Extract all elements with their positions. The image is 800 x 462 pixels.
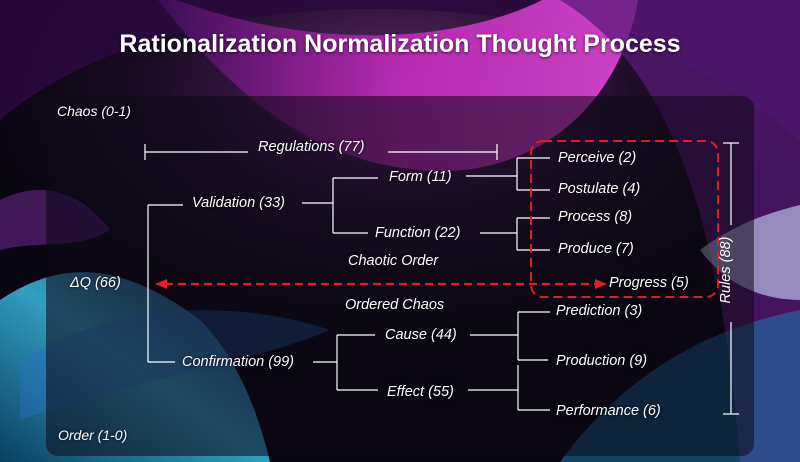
highlight-dashed-box [530, 140, 719, 298]
order-label: Order (1-0) [58, 427, 128, 443]
node-validation: Validation (33) [192, 195, 285, 211]
node-prediction: Prediction (3) [556, 303, 643, 319]
node-confirmation: Confirmation (99) [182, 354, 295, 370]
node-progress: Progress (5) [609, 275, 689, 291]
highlight-group [155, 140, 719, 298]
node-perceive: Perceive (2) [558, 150, 637, 166]
ordered-chaos-label: Ordered Chaos [345, 297, 445, 313]
arrow-head-left [155, 279, 167, 289]
arrow-head-right [595, 279, 607, 289]
node-produce: Produce (7) [558, 241, 634, 257]
node-form: Form (11) [389, 169, 452, 185]
node-process: Process (8) [558, 209, 633, 225]
node-regulations: Regulations (77) [258, 139, 365, 155]
tree-connectors [144, 142, 739, 415]
node-production: Production (9) [556, 353, 648, 369]
diagram-title: Rationalization Normalization Thought Pr… [119, 30, 681, 58]
node-function: Function (22) [375, 225, 461, 241]
node-effect: Effect (55) [387, 384, 454, 400]
chaos-label: Chaos (0-1) [57, 103, 131, 119]
diagram-panel [46, 96, 754, 456]
node-performance: Performance (6) [556, 403, 661, 419]
node-cause: Cause (44) [385, 327, 457, 343]
chaotic-order-label: Chaotic Order [348, 253, 439, 269]
node-postulate: Postulate (4) [558, 181, 641, 197]
node-delta-q: ΔQ (66) [70, 275, 121, 291]
node-rules: Rules (88) [718, 236, 734, 304]
